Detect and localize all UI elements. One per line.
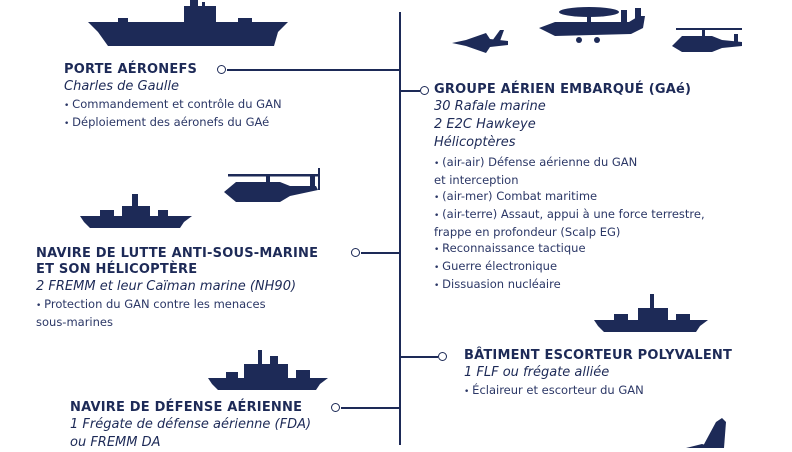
destroyer-icon — [208, 350, 328, 390]
escort-block: BÂTIMENT ESCORTEUR POLYVALENT 1 FLF ou f… — [464, 348, 732, 400]
central-spine — [399, 12, 401, 445]
e2c-hawkeye-icon — [539, 7, 645, 43]
escort-title: BÂTIMENT ESCORTEUR POLYVALENT — [464, 348, 733, 363]
escort-bullet: Éclaireur et escorteur du GAN — [464, 382, 732, 400]
caiman-helicopter-icon — [224, 168, 320, 202]
air-defense-subtitle: ou FREMM DA — [70, 435, 161, 450]
air-defense-block: NAVIRE DE DÉFENSE AÉRIENNE 1 Frégate de … — [70, 400, 311, 452]
carrier-bullet: Commandement et contrôle du GAN — [64, 96, 281, 114]
aircraft-tail-icon — [686, 418, 726, 448]
asw-connector-dot — [351, 248, 360, 257]
gae-bullet: Reconnaissance tactique — [434, 240, 705, 258]
asw-connector-line — [361, 252, 399, 254]
gae-connector-line — [400, 90, 420, 92]
gae-bullet: Guerre électronique — [434, 258, 705, 276]
helicopter-icon — [672, 28, 742, 52]
gae-bullet: (air-terre) Assaut, appui à une force te… — [434, 206, 704, 224]
gae-subtitle: 2 E2C Hawkeye — [434, 117, 536, 132]
air-defense-connector-dot — [331, 403, 340, 412]
gae-bullet: (air-air) Défense aérienne du GAN — [434, 154, 705, 172]
gae-bullet: (air-mer) Combat maritime — [434, 188, 705, 206]
gae-connector-dot — [420, 86, 429, 95]
escort-connector-dot — [438, 352, 447, 361]
carrier-bullet: Déploiement des aéronefs du GAé — [64, 114, 282, 132]
escort-connector-line — [400, 356, 438, 358]
asw-bullet: Protection du GAN contre les menaces — [36, 296, 318, 314]
gae-bullet: Dissuasion nucléaire — [434, 276, 705, 294]
asw-title: ET SON HÉLICOPTÈRE — [36, 262, 198, 277]
gae-subtitle: Hélicoptères — [434, 135, 516, 150]
frigate-icon — [80, 194, 192, 228]
escort-frigate-icon — [594, 294, 708, 332]
carrier-connector-dot — [217, 65, 226, 74]
escort-subtitle: 1 FLF ou frégate alliée — [464, 365, 610, 380]
carrier-subtitle: Charles de Gaulle — [64, 79, 180, 94]
gae-title: GROUPE AÉRIEN EMBARQUÉ (GAé) — [434, 82, 692, 97]
air-defense-title: NAVIRE DE DÉFENSE AÉRIENNE — [70, 400, 303, 415]
asw-title: NAVIRE DE LUTTE ANTI-SOUS-MARINE — [36, 246, 319, 261]
gae-subtitle: 30 Rafale marine — [434, 99, 546, 114]
asw-bullet-continuation: sous-marines — [36, 315, 113, 329]
gae-bullet-continuation: et interception — [434, 173, 519, 187]
air-defense-subtitle: 1 Frégate de défense aérienne (FDA) — [70, 417, 312, 432]
gae-block: GROUPE AÉRIEN EMBARQUÉ (GAé) 30 Rafale m… — [434, 82, 705, 294]
air-defense-connector-line — [341, 407, 399, 409]
asw-subtitle: 2 FREMM et leur Caïman marine (NH90) — [36, 279, 297, 294]
carrier-title: PORTE AÉRONEFS — [64, 62, 198, 77]
asw-block: NAVIRE DE LUTTE ANTI-SOUS-MARINE ET SON … — [36, 246, 318, 330]
gae-bullet-continuation: frappe en profondeur (Scalp EG) — [434, 225, 621, 239]
rafale-jet-icon — [452, 30, 508, 53]
aircraft-carrier-icon — [88, 0, 288, 46]
carrier-connector-line — [227, 69, 399, 71]
carrier-block: PORTE AÉRONEFS Charles de Gaulle Command… — [64, 62, 282, 132]
